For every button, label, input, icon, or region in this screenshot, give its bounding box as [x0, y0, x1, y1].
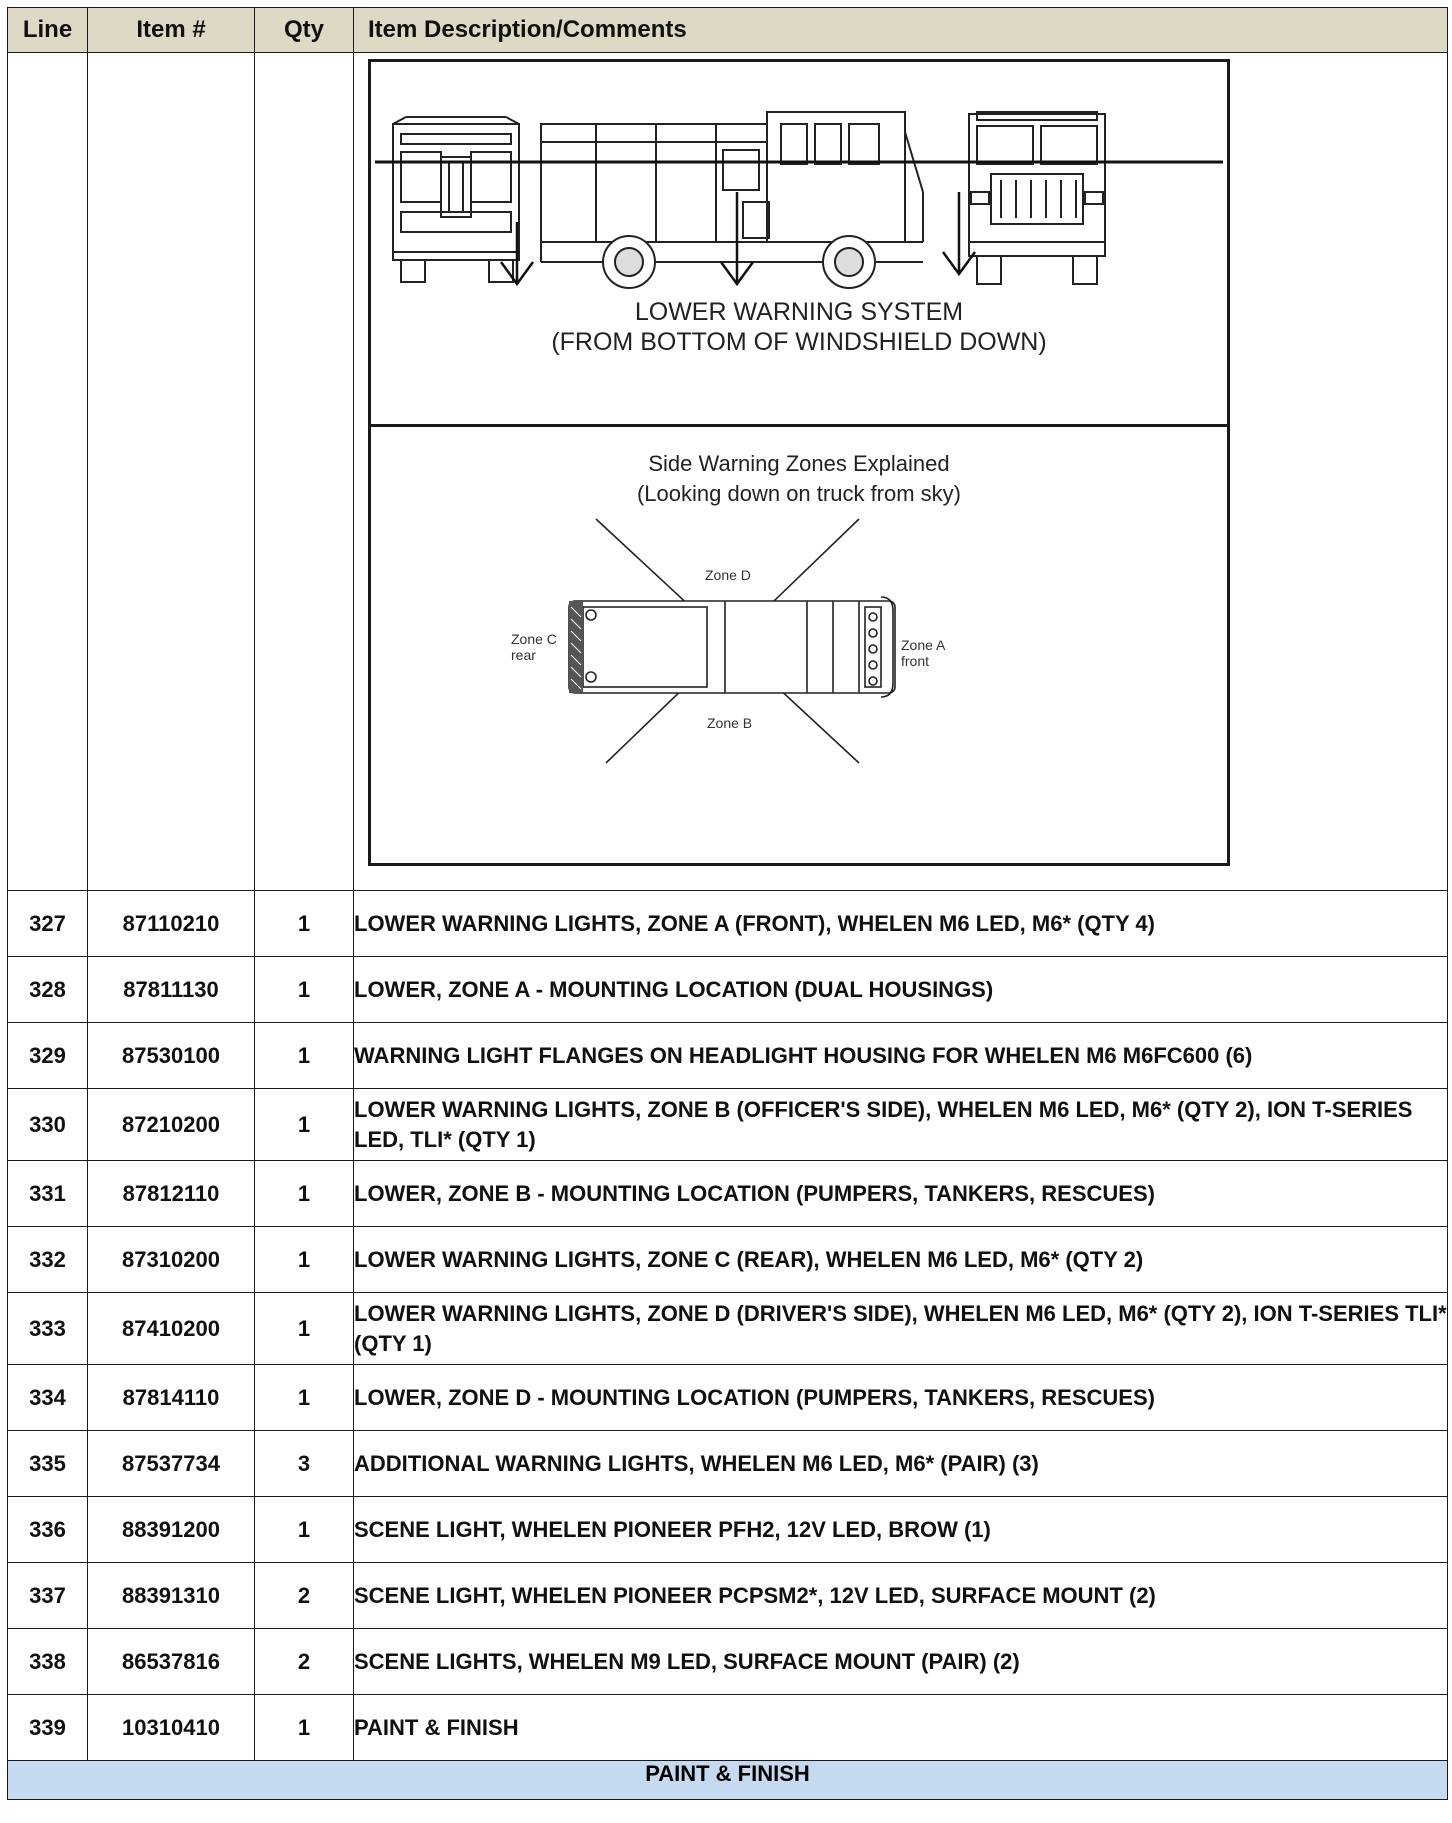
item-number-cell: 88391310	[87, 1562, 255, 1629]
table-row: 332 87310200 1 LOWER WARNING LIGHTS, ZON…	[7, 1226, 1448, 1293]
line-cell: 328	[7, 956, 88, 1023]
item-number-cell: 87814110	[87, 1364, 255, 1431]
zone-b-label: Zone B	[707, 715, 753, 731]
table-row: 338 86537816 2 SCENE LIGHTS, WHELEN M9 L…	[7, 1628, 1448, 1695]
item-number-cell: 86537816	[87, 1628, 255, 1695]
section-footer-row: PAINT & FINISH	[7, 1760, 1448, 1800]
table-row: 336 88391200 1 SCENE LIGHT, WHELEN PIONE…	[7, 1496, 1448, 1563]
spec-table: Line Item # Qty Item Description/Comment…	[7, 7, 1448, 1800]
zone-a-label: Zone A	[901, 637, 946, 653]
description-cell: LOWER, ZONE B - MOUNTING LOCATION (PUMPE…	[353, 1160, 1448, 1227]
item-number-cell: 87410200	[87, 1292, 255, 1365]
table-row: 337 88391310 2 SCENE LIGHT, WHELEN PIONE…	[7, 1562, 1448, 1629]
line-cell: 330	[7, 1088, 88, 1161]
description-cell: ADDITIONAL WARNING LIGHTS, WHELEN M6 LED…	[353, 1430, 1448, 1497]
figure-item-cell	[87, 52, 255, 891]
header-qty: Qty	[254, 7, 354, 53]
description-cell: SCENE LIGHTS, WHELEN M9 LED, SURFACE MOU…	[353, 1628, 1448, 1695]
qty-cell: 3	[254, 1430, 354, 1497]
line-cell: 338	[7, 1628, 88, 1695]
lower-warning-system-title: LOWER WARNING SYSTEM	[634, 298, 964, 326]
header-description: Item Description/Comments	[353, 7, 1448, 53]
zones-title: Side Warning Zones Explained	[648, 451, 950, 476]
zone-a-sublabel: front	[901, 653, 930, 669]
qty-cell: 1	[254, 1694, 354, 1761]
table-row: 330 87210200 1 LOWER WARNING LIGHTS, ZON…	[7, 1088, 1448, 1161]
qty-cell: 2	[254, 1628, 354, 1695]
qty-cell: 1	[254, 1292, 354, 1365]
table-row: 329 87530100 1 WARNING LIGHT FLANGES ON …	[7, 1022, 1448, 1089]
item-number-cell: 87530100	[87, 1022, 255, 1089]
truck-top-view-zones-diagram	[568, 518, 896, 764]
table-row: 334 87814110 1 LOWER, ZONE D - MOUNTING …	[7, 1364, 1448, 1431]
description-cell: SCENE LIGHT, WHELEN PIONEER PCPSM2*, 12V…	[353, 1562, 1448, 1629]
lower-warning-system-subtitle: (FROM BOTTOM OF WINDSHIELD DOWN)	[551, 328, 1047, 356]
qty-cell: 1	[254, 1022, 354, 1089]
description-cell: LOWER WARNING LIGHTS, ZONE C (REAR), WHE…	[353, 1226, 1448, 1293]
table-header-row: Line Item # Qty Item Description/Comment…	[7, 7, 1448, 53]
description-cell: WARNING LIGHT FLANGES ON HEADLIGHT HOUSI…	[353, 1022, 1448, 1089]
table-row: 327 87110210 1 LOWER WARNING LIGHTS, ZON…	[7, 890, 1448, 957]
line-cell: 332	[7, 1226, 88, 1293]
side-warning-zones-panel: Side Warning Zones Explained (Looking do…	[371, 427, 1227, 863]
qty-cell: 1	[254, 956, 354, 1023]
item-number-cell: 10310410	[87, 1694, 255, 1761]
section-footer-title: PAINT & FINISH	[7, 1760, 1448, 1800]
table-row: 328 87811130 1 LOWER, ZONE A - MOUNTING …	[7, 956, 1448, 1023]
description-cell: LOWER WARNING LIGHTS, ZONE B (OFFICER'S …	[353, 1088, 1448, 1161]
line-cell: 327	[7, 890, 88, 957]
table-row: 331 87812110 1 LOWER, ZONE B - MOUNTING …	[7, 1160, 1448, 1227]
qty-cell: 1	[254, 1496, 354, 1563]
qty-cell: 1	[254, 1226, 354, 1293]
line-cell: 337	[7, 1562, 88, 1629]
item-number-cell: 87811130	[87, 956, 255, 1023]
figure-row: LOWER WARNING SYSTEM (FROM BOTTOM OF WIN…	[7, 52, 1448, 891]
description-cell: LOWER, ZONE D - MOUNTING LOCATION (PUMPE…	[353, 1364, 1448, 1431]
zones-subtitle: (Looking down on truck from sky)	[636, 481, 962, 506]
item-number-cell: 88391200	[87, 1496, 255, 1563]
table-row: 339 10310410 1 PAINT & FINISH	[7, 1694, 1448, 1761]
figure-qty-cell	[254, 52, 354, 891]
qty-cell: 1	[254, 1160, 354, 1227]
figure-line-cell	[7, 52, 88, 891]
table-row: 333 87410200 1 LOWER WARNING LIGHTS, ZON…	[7, 1292, 1448, 1365]
warning-zones-figure: LOWER WARNING SYSTEM (FROM BOTTOM OF WIN…	[368, 59, 1230, 866]
description-cell: LOWER WARNING LIGHTS, ZONE A (FRONT), WH…	[353, 890, 1448, 957]
line-cell: 336	[7, 1496, 88, 1563]
header-item-number: Item #	[87, 7, 255, 53]
description-cell: SCENE LIGHT, WHELEN PIONEER PFH2, 12V LE…	[353, 1496, 1448, 1563]
figure-description-cell: LOWER WARNING SYSTEM (FROM BOTTOM OF WIN…	[353, 52, 1448, 891]
description-cell: LOWER WARNING LIGHTS, ZONE D (DRIVER'S S…	[353, 1292, 1448, 1365]
description-cell: PAINT & FINISH	[353, 1694, 1448, 1761]
line-cell: 339	[7, 1694, 88, 1761]
qty-cell: 1	[254, 890, 354, 957]
qty-cell: 2	[254, 1562, 354, 1629]
item-number-cell: 87110210	[87, 890, 255, 957]
description-cell: LOWER, ZONE A - MOUNTING LOCATION (DUAL …	[353, 956, 1448, 1023]
table-row: 335 87537734 3 ADDITIONAL WARNING LIGHTS…	[7, 1430, 1448, 1497]
item-number-cell: 87537734	[87, 1430, 255, 1497]
line-cell: 334	[7, 1364, 88, 1431]
zone-c-label: Zone C	[511, 631, 557, 647]
line-cell: 331	[7, 1160, 88, 1227]
zone-c-sublabel: rear	[511, 647, 536, 663]
header-line: Line	[7, 7, 88, 53]
item-number-cell: 87210200	[87, 1088, 255, 1161]
item-number-cell: 87812110	[87, 1160, 255, 1227]
qty-cell: 1	[254, 1088, 354, 1161]
zone-d-label: Zone D	[705, 567, 751, 583]
item-number-cell: 87310200	[87, 1226, 255, 1293]
fire-truck-elevations-drawing	[375, 111, 1223, 289]
line-cell: 333	[7, 1292, 88, 1365]
line-cell: 329	[7, 1022, 88, 1089]
line-cell: 335	[7, 1430, 88, 1497]
lower-warning-system-panel: LOWER WARNING SYSTEM (FROM BOTTOM OF WIN…	[371, 62, 1227, 427]
qty-cell: 1	[254, 1364, 354, 1431]
